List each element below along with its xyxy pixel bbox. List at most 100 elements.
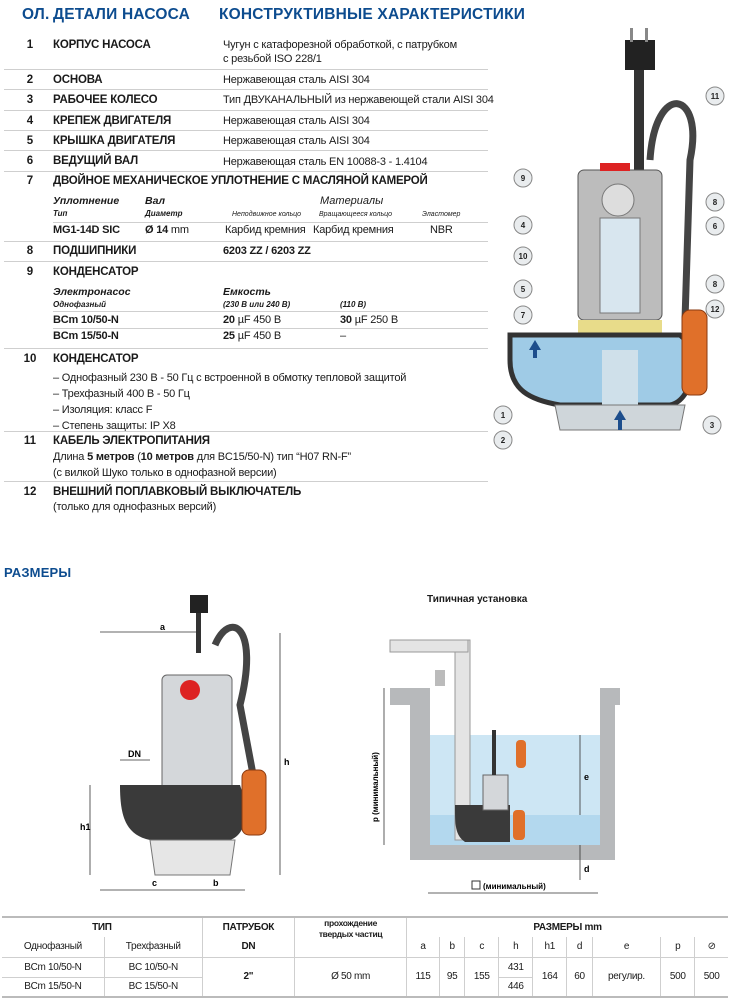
seal-diam-cell: Ø 14 mm: [145, 224, 189, 236]
cap-model: BCm 10/50-N: [53, 314, 119, 326]
sump-pit: [390, 688, 620, 860]
part-spec: Нержавеющая сталь AISI 304: [223, 115, 370, 127]
cap-header: Электронасос: [53, 286, 131, 298]
part-name: КРЕПЕЖ ДВИГАТЕЛЯ: [53, 115, 172, 127]
float-switch: [681, 309, 708, 396]
dim-d: d: [584, 864, 590, 874]
part-number: 9: [26, 266, 34, 278]
col-header-pos: ОЛ.: [22, 6, 50, 23]
cell-single: BCm 15/50-N: [24, 981, 82, 993]
part-name: КРЫШКА ДВИГАТЕЛЯ: [53, 135, 176, 147]
pump-dimension-drawing: a c b h h1 DN: [80, 595, 290, 891]
part-number: 6: [26, 155, 34, 167]
seal-diam: Ø 14: [145, 224, 169, 236]
callout: 9: [521, 174, 526, 183]
th-col: a: [406, 937, 440, 957]
divider: [53, 311, 488, 312]
part-name: КАБЕЛЬ ЭЛЕКТРОПИТАНИЯ: [53, 435, 210, 447]
part-number: 10: [23, 353, 37, 365]
part-number: 11: [23, 435, 37, 447]
th-col: e: [591, 937, 661, 957]
seal-header: Тип: [53, 209, 68, 218]
cell-solids: Ø 50 mm: [294, 957, 407, 997]
dim-c: c: [152, 878, 157, 888]
cell-diag: 500: [694, 957, 728, 997]
part-spec-2: с резьбой ISO 228/1: [223, 53, 322, 65]
installation-drawing: p (минимальный) e d (минимальный): [371, 639, 620, 894]
divider: [53, 328, 488, 329]
th-solids-2: твердых частиц: [318, 929, 383, 939]
cap-unit: µF 250 В: [351, 314, 398, 326]
part-spec: Нержавеющая сталь AISI 304: [223, 74, 370, 86]
cell-three: BC 15/50-N: [103, 977, 203, 997]
cap-value: 25: [223, 330, 235, 342]
valve-icon: [435, 670, 445, 686]
callout: 6: [713, 222, 718, 231]
dim-b: b: [213, 878, 219, 888]
table-row: BCm 10/50-N BC 10/50-N 2" Ø 50 mm 115 95…: [2, 957, 728, 997]
part-spec: Нержавеющая сталь AISI 304: [223, 135, 370, 147]
cable-text: (: [134, 451, 141, 463]
callout: 1: [501, 411, 506, 420]
cap-header: Однофазный: [53, 300, 107, 309]
seal-type: MG1-14D SIC: [53, 224, 120, 236]
cap-value: 20: [223, 314, 235, 326]
diagonal-icon: [471, 880, 481, 890]
seal-fixed: Карбид кремния: [225, 224, 306, 236]
part-spec: Тип ДВУКАНАЛЬНЫЙ из нержавеющей стали AI…: [223, 94, 494, 106]
divider: [4, 110, 488, 111]
seal-header: Материалы: [320, 195, 384, 207]
seal-rot: Карбид кремния: [313, 224, 394, 236]
part-name: КОНДЕНСАТОР: [53, 266, 139, 278]
part-name: ОСНОВА: [53, 74, 103, 86]
divider: [4, 261, 488, 262]
th-type: ТИП: [92, 922, 112, 933]
seal-header: Уплотнение: [53, 195, 120, 207]
cap-model: BCm 15/50-N: [53, 330, 119, 342]
part-number: 1: [26, 39, 34, 51]
part-number: 8: [26, 245, 34, 257]
part-name: ДВОЙНОЕ МЕХАНИЧЕСКОЕ УПЛОТНЕНИЕ С МАСЛЯН…: [53, 175, 428, 187]
seal-elast: NBR: [430, 224, 453, 236]
col-header-spec: КОНСТРУКТИВНЫЕ ХАРАКТЕРИСТИКИ: [219, 6, 526, 23]
cap-cell: 20 µF 450 В: [223, 314, 281, 326]
motor-line: – Изоляция: класс F: [53, 404, 153, 416]
th-col: h1: [532, 937, 567, 957]
float-switch: [513, 810, 525, 840]
cell-h1: 164: [532, 957, 567, 997]
callout: 8: [713, 198, 718, 207]
dim-a: a: [160, 622, 166, 632]
cable-text: 10 метров: [140, 451, 194, 463]
seal-header: Диаметр: [145, 209, 183, 218]
part-name: ВНЕШНИЙ ПОПЛАВКОВЫЙ ВЫКЛЮЧАТЕЛЬ: [53, 486, 302, 498]
cable-line: Длина 5 метров (10 метров для BC15/50-N)…: [53, 451, 351, 463]
callout: 3: [710, 421, 715, 430]
th-dn: DN: [201, 937, 295, 957]
th-col: h: [498, 937, 533, 957]
callout: 4: [521, 221, 526, 230]
th-col: p: [660, 937, 695, 957]
dim-h1: h1: [80, 822, 91, 832]
dim-p: p (минимальный): [371, 752, 380, 822]
part-number: 3: [26, 94, 34, 106]
part-number: 2: [26, 74, 34, 86]
th-solids: прохождение: [324, 918, 377, 928]
col-header-part: ДЕТАЛИ НАСОСА: [53, 6, 191, 23]
divider: [4, 69, 488, 70]
cell-b: 95: [438, 957, 465, 997]
cap-cell: 25 µF 450 В: [223, 330, 281, 342]
part-name: КОРПУС НАСОСА: [53, 39, 151, 51]
part-name: КОНДЕНСАТОР: [53, 353, 139, 365]
cell-three: BC 10/50-N: [103, 957, 203, 977]
part-number: 7: [26, 175, 34, 187]
motor-line: – Трехфазный 400 В - 50 Гц: [53, 388, 190, 400]
part-note: (только для однофазных версий): [53, 501, 217, 513]
part-name: РАБОЧЕЕ КОЛЕСО: [53, 94, 158, 106]
part-number: 12: [23, 486, 37, 498]
cap-header: Емкость: [223, 286, 271, 298]
callout: 12: [711, 305, 720, 314]
flow-arrow-icon: [614, 410, 626, 430]
divider: [4, 150, 488, 151]
callout: 5: [521, 285, 526, 294]
